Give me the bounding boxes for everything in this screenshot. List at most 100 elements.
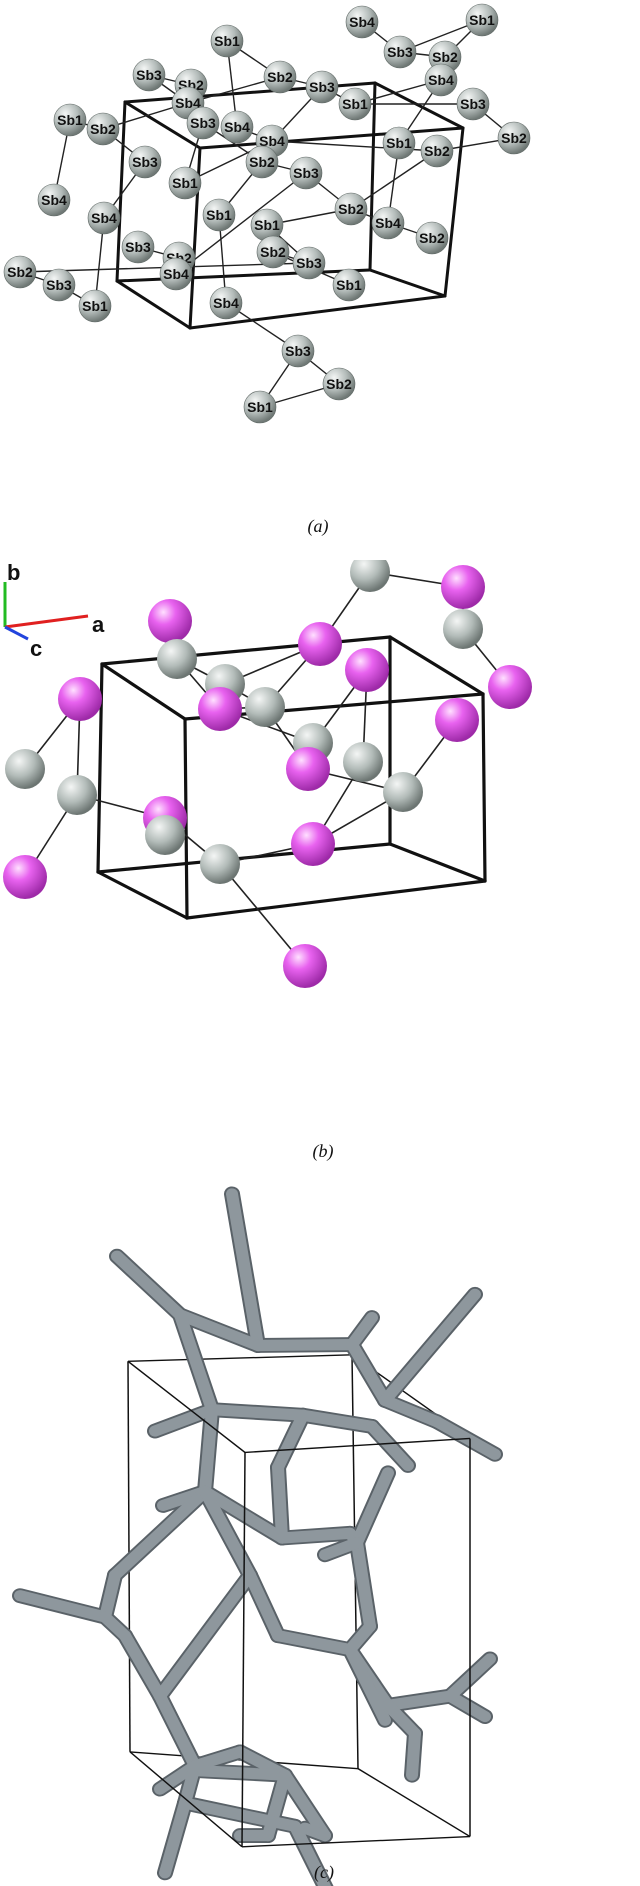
atom-sphere xyxy=(456,87,490,121)
b-axis-label: b xyxy=(7,560,20,585)
cell-edge xyxy=(443,126,465,298)
atoms xyxy=(3,560,532,988)
grey-atom xyxy=(383,772,423,812)
stick-bond xyxy=(431,1416,501,1460)
cell-edge xyxy=(129,1751,243,1848)
atom-label: Sb4 xyxy=(259,133,285,149)
atom-sphere xyxy=(289,156,323,190)
atom-label: Sb4 xyxy=(224,119,250,135)
stick-bond xyxy=(206,1404,309,1421)
stick-bond xyxy=(14,1590,111,1623)
atom-label: Sb1 xyxy=(254,217,280,233)
cell-edge xyxy=(388,635,485,696)
atom-sb1: Sb1 xyxy=(250,208,284,242)
magenta-atom xyxy=(58,677,102,721)
atom-label: Sb3 xyxy=(309,79,335,95)
atom-label: Sb1 xyxy=(247,399,273,415)
bond xyxy=(219,863,306,967)
magenta-atom xyxy=(198,687,242,731)
stick-bond xyxy=(199,1404,218,1498)
stick-bond xyxy=(289,1820,332,1886)
atom-sb1: Sb1 xyxy=(168,166,202,200)
stick-bond xyxy=(119,1630,166,1702)
cell-edge xyxy=(127,1354,353,1362)
cell-edge xyxy=(241,1452,246,1847)
atom-sphere xyxy=(42,268,76,302)
stick-bond xyxy=(159,1797,191,1879)
stick-bond xyxy=(174,1309,218,1416)
stick-bond xyxy=(252,1338,358,1352)
stick-bond xyxy=(244,1569,284,1642)
atom-sb3: Sb3 xyxy=(292,246,326,280)
grey-atom xyxy=(245,687,285,727)
atom-label: Sb4 xyxy=(175,95,201,111)
panel-b-coloured-structure: b a c (b) xyxy=(3,560,532,1162)
atom-sphere xyxy=(338,87,372,121)
atom-label: Sb1 xyxy=(386,135,412,151)
grey-atom xyxy=(145,815,185,855)
atom-sphere xyxy=(371,206,405,240)
atom-sphere xyxy=(281,334,315,368)
atom-sphere xyxy=(3,255,37,289)
atom-sb4: Sb4 xyxy=(345,5,379,39)
atom-sphere xyxy=(322,367,356,401)
cell-edge xyxy=(96,842,392,874)
cell-edge xyxy=(388,842,487,883)
atom-sb2: Sb2 xyxy=(256,235,290,269)
bond xyxy=(175,172,307,275)
atom-label: Sb2 xyxy=(7,264,33,280)
grey-atom xyxy=(200,844,240,884)
atom-sphere xyxy=(168,166,202,200)
stick-bond xyxy=(154,1569,256,1702)
magenta-atom xyxy=(435,698,479,742)
stick-bond xyxy=(344,1620,376,1656)
atom-sb3: Sb3 xyxy=(132,58,166,92)
cell-edge xyxy=(100,662,187,721)
magenta-atom xyxy=(283,944,327,988)
cell-edge xyxy=(127,1360,246,1453)
atom-sb2: Sb2 xyxy=(3,255,37,289)
atom-sphere xyxy=(53,103,87,137)
atom-sphere xyxy=(420,134,454,168)
cell-edge xyxy=(244,1437,471,1454)
stick-bond xyxy=(351,1537,376,1632)
atom-label: Sb2 xyxy=(249,154,275,170)
grey-atom xyxy=(443,609,483,649)
cell-edge xyxy=(115,100,127,283)
magenta-atom xyxy=(148,599,192,643)
atom-sb2: Sb2 xyxy=(263,60,297,94)
atom-sphere xyxy=(424,63,458,97)
atom-sb3: Sb3 xyxy=(289,156,323,190)
atom-label: Sb3 xyxy=(285,343,311,359)
a-axis-label: a xyxy=(92,612,105,637)
stick-bond xyxy=(297,1409,378,1432)
stick-bond xyxy=(189,1764,291,1781)
cell-edge xyxy=(368,81,377,272)
stick-bond xyxy=(179,1760,201,1809)
magenta-atom xyxy=(488,665,532,709)
atom-label: Sb2 xyxy=(338,201,364,217)
atom-sphere xyxy=(186,106,220,140)
atom-sb4: Sb4 xyxy=(424,63,458,97)
atom-label: Sb4 xyxy=(41,192,67,208)
grey-atom xyxy=(5,749,45,789)
stick-bond xyxy=(279,1769,331,1842)
atom-sphere xyxy=(345,5,379,39)
atom-sb4: Sb4 xyxy=(87,201,121,235)
stick-bond xyxy=(272,1630,356,1656)
atom-sb1: Sb1 xyxy=(78,289,112,323)
atom-label: Sb4 xyxy=(428,72,454,88)
atom-sphere xyxy=(334,192,368,226)
stick-bond xyxy=(99,1569,121,1623)
atom-sphere xyxy=(332,268,366,302)
atom-sphere xyxy=(37,183,71,217)
atom-label: Sb3 xyxy=(387,44,413,60)
atom-label: Sb1 xyxy=(342,96,368,112)
atom-sb1: Sb1 xyxy=(210,24,244,58)
c-axis-line xyxy=(4,625,29,641)
magenta-atom xyxy=(286,747,330,791)
atom-sb1: Sb1 xyxy=(465,3,499,37)
atom-sb1: Sb1 xyxy=(53,103,87,137)
atom-sb2: Sb2 xyxy=(322,367,356,401)
atom-sb4: Sb4 xyxy=(209,286,243,320)
